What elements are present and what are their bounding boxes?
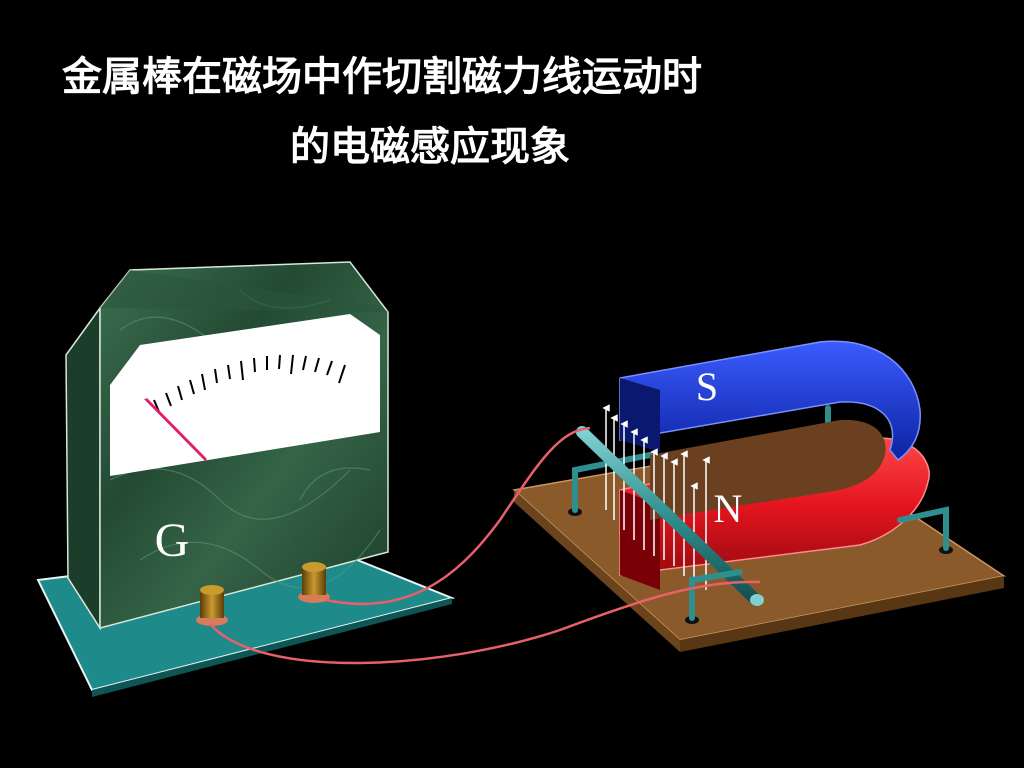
terminal-right: [298, 562, 330, 603]
slide-title-line2: 的电磁感应现象: [290, 124, 570, 170]
galvanometer-label: G: [155, 514, 190, 567]
wire-right-terminal: [325, 426, 591, 606]
wire-left-terminal: [209, 580, 761, 665]
galvanometer: G: [36, 261, 456, 697]
galvanometer-side: [65, 305, 101, 631]
magnet-south-pole: [619, 340, 921, 462]
magnet-south-label: S: [696, 364, 718, 409]
terminal-left: [196, 585, 228, 626]
magnet-north-label: N: [714, 486, 743, 531]
dial-scale: [153, 354, 346, 415]
connecting-wires: [209, 426, 761, 665]
slide-title-line1: 金属棒在磁场中作切割磁力线运动时: [62, 54, 702, 100]
galvanometer-needle: [137, 385, 208, 462]
galvanometer-dial: [110, 314, 380, 476]
